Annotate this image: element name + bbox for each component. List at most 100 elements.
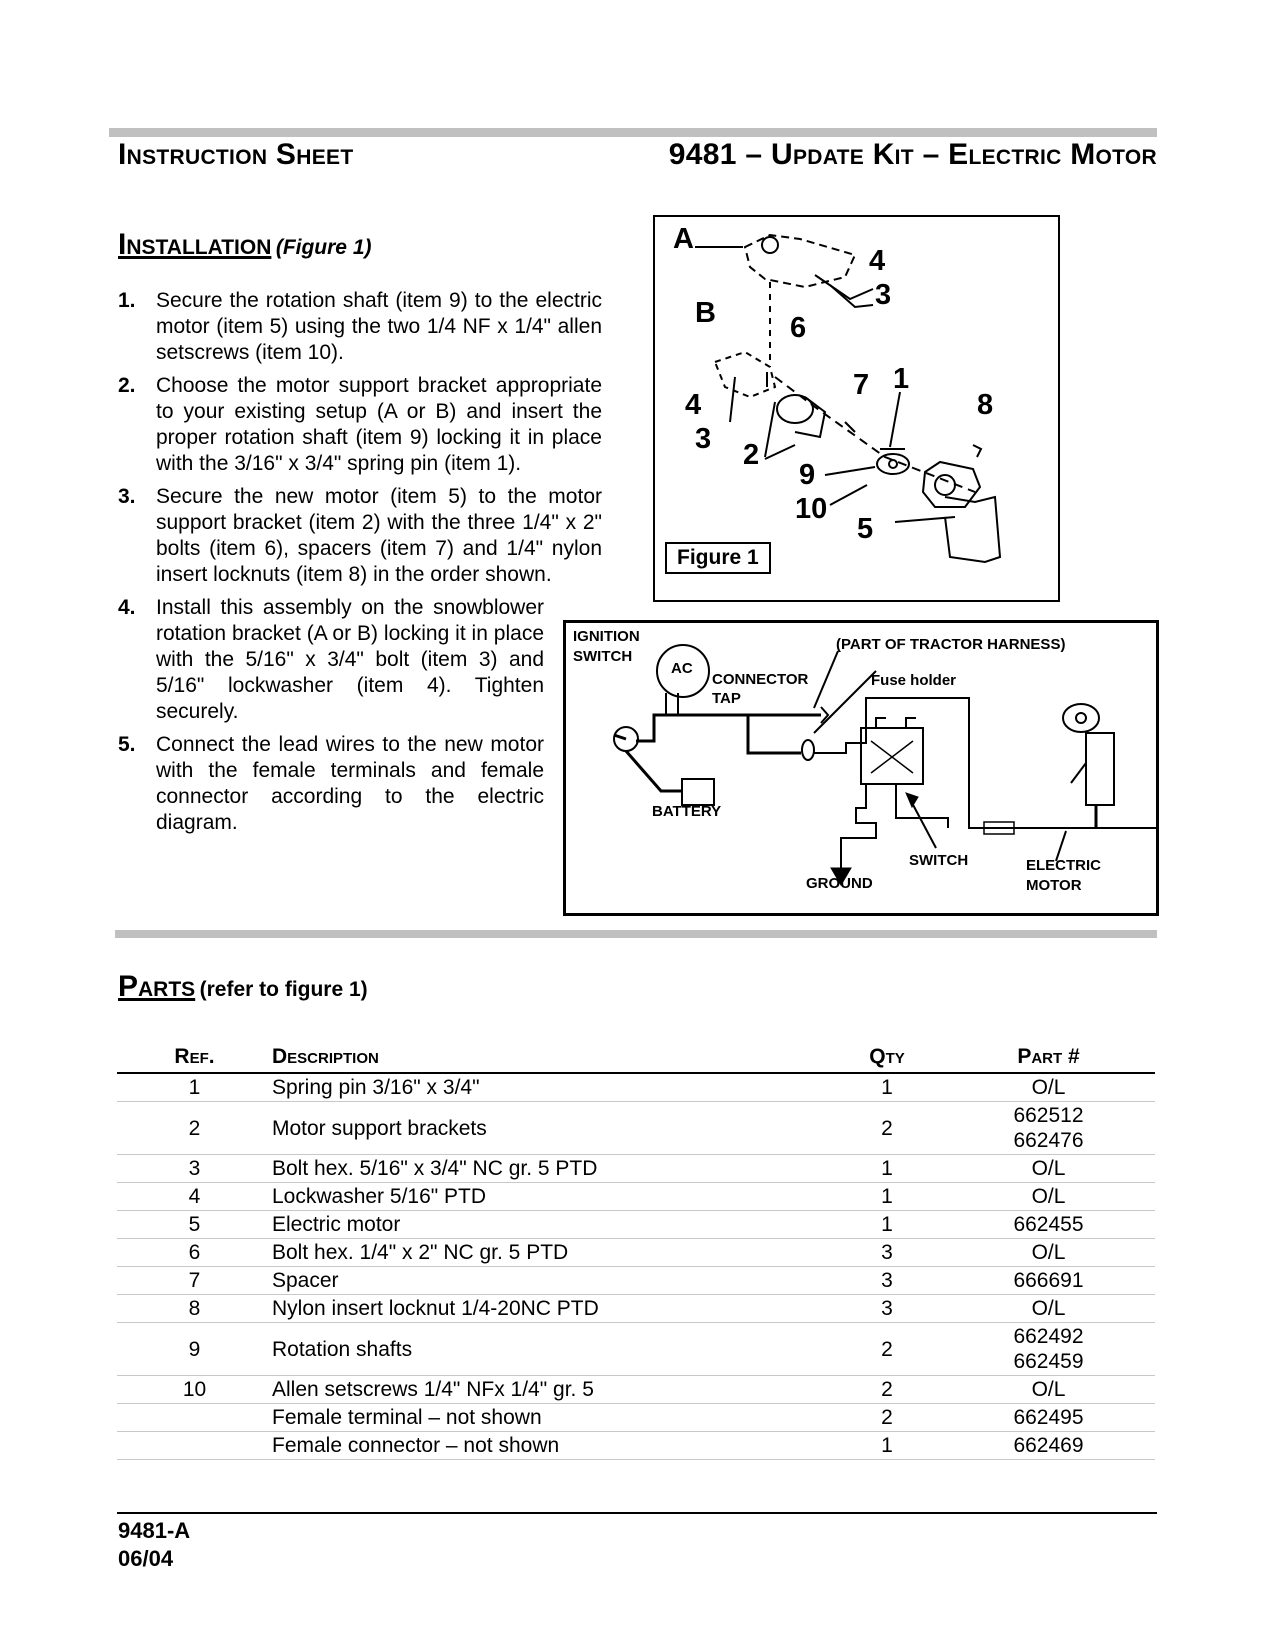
row-description: Rotation shafts: [272, 1322, 832, 1376]
row-description: Motor support brackets: [272, 1101, 832, 1155]
row-part: O/L: [942, 1375, 1155, 1404]
row-ref: 4: [117, 1182, 272, 1211]
figure-1-label-8: 8: [977, 389, 994, 421]
figure-1-label-6: 6: [790, 312, 807, 344]
figure-1-exploded-view: A 4 3 B 6 7 1 4 8 3 2 9 10 5 Figure 1: [653, 215, 1060, 602]
part-number: O/L: [1031, 1157, 1066, 1180]
part-number: O/L: [1031, 1241, 1066, 1264]
row-description: Female connector – not shown: [272, 1431, 832, 1460]
step-number: 4.: [118, 596, 136, 619]
figure-1-label-7: 7: [853, 369, 870, 401]
step-text: Connect the lead wires to the new motor …: [156, 733, 544, 834]
step-item: 5. Connect the lead wires to the new moto…: [118, 732, 544, 836]
figure-1-label-4-left: 4: [685, 389, 702, 421]
row-qty: 2: [832, 1322, 942, 1376]
ground-label: GROUND: [806, 875, 873, 892]
step-text: Install this assembly on the snowblower …: [156, 596, 544, 723]
electric-motor-line-2: MOTOR: [1026, 877, 1082, 894]
row-ref: 10: [117, 1375, 272, 1404]
connector-tap-line-2: TAP: [712, 690, 741, 707]
column-header-part: Part #: [942, 1040, 1155, 1074]
row-description: Spring pin 3/16" x 3/4": [272, 1073, 832, 1102]
row-description: Spacer: [272, 1266, 832, 1295]
row-part: 662455: [942, 1210, 1155, 1239]
ignition-switch-label: IGNITION SWITCH: [573, 627, 640, 667]
row-ref: 6: [117, 1238, 272, 1267]
part-number: 662512: [1013, 1104, 1084, 1127]
step-number: 2.: [118, 374, 136, 397]
part-number: 662459: [1013, 1350, 1084, 1373]
part-number: O/L: [1031, 1076, 1066, 1099]
connector-tap-line-1: CONNECTOR: [712, 671, 809, 688]
column-header-ref: Ref.: [117, 1040, 272, 1074]
installation-heading: Installation (Figure 1): [118, 228, 372, 262]
row-qty: 1: [832, 1073, 942, 1102]
row-description: Bolt hex. 1/4" x 2" NC gr. 5 PTD: [272, 1238, 832, 1267]
footer-document-code: 9481-A: [118, 1518, 191, 1543]
step-text: Secure the rotation shaft (item 9) to th…: [156, 289, 602, 364]
row-description: Nylon insert locknut 1/4-20NC PTD: [272, 1294, 832, 1323]
column-header-description: Description: [272, 1040, 832, 1074]
row-qty: 3: [832, 1238, 942, 1267]
step-number: 5.: [118, 733, 136, 756]
figure-1-label-10: 10: [795, 493, 828, 525]
electric-motor-line-1: ELECTRIC: [1026, 857, 1101, 874]
row-ref: [117, 1403, 272, 1432]
row-qty: 3: [832, 1294, 942, 1323]
step-number: 1.: [118, 289, 136, 312]
step-item: 2. Choose the motor support bracket appro…: [118, 373, 602, 477]
row-part: 666691: [942, 1266, 1155, 1295]
parts-table-header: Ref. Description Qty Part #: [117, 1040, 1155, 1074]
exploded-drawing: [695, 233, 1002, 564]
switch-label: SWITCH: [909, 852, 969, 869]
parts-heading: Parts (refer to figure 1): [118, 970, 368, 1004]
row-ref: 2: [117, 1101, 272, 1155]
figure-1-label-1: 1: [893, 363, 910, 395]
row-part: O/L: [942, 1154, 1155, 1183]
part-number: 666691: [1013, 1269, 1084, 1292]
step-number: 3.: [118, 485, 136, 508]
row-ref: 5: [117, 1210, 272, 1239]
row-description: Bolt hex. 5/16" x 3/4" NC gr. 5 PTD: [272, 1154, 832, 1183]
part-number: O/L: [1031, 1378, 1066, 1401]
row-ref: 7: [117, 1266, 272, 1295]
electric-motor-label: ELECTRIC MOTOR: [1026, 856, 1101, 896]
row-ref: 9: [117, 1322, 272, 1376]
wiring-drawing: [613, 644, 1156, 886]
row-description: Allen setscrews 1/4" NFx 1/4" gr. 5: [272, 1375, 832, 1404]
figure-1-label-5: 5: [857, 513, 874, 545]
part-number: O/L: [1031, 1185, 1066, 1208]
row-part: O/L: [942, 1182, 1155, 1211]
row-qty: 1: [832, 1210, 942, 1239]
parts-title: Parts: [118, 970, 196, 1003]
part-number: 662476: [1013, 1129, 1084, 1152]
battery-label: BATTERY: [652, 803, 722, 820]
row-part: 662469: [942, 1431, 1155, 1460]
installation-steps: 1. Secure the rotation shaft (item 9) to …: [118, 288, 602, 843]
row-ref: 3: [117, 1154, 272, 1183]
step-text: Choose the motor support bracket appropr…: [156, 374, 602, 475]
row-part: 662495: [942, 1403, 1155, 1432]
figure-1-label-3-left: 3: [695, 423, 712, 455]
ac-label: AC: [671, 660, 693, 677]
step-item: 3.Secure the new motor (item 5) to the m…: [118, 484, 602, 588]
parts-subtitle: (refer to figure 1): [199, 978, 368, 1001]
footer-date: 06/04: [118, 1546, 174, 1571]
row-description: Electric motor: [272, 1210, 832, 1239]
part-number: 662495: [1013, 1406, 1084, 1429]
row-description: Female terminal – not shown: [272, 1403, 832, 1432]
ignition-switch-line-2: SWITCH: [573, 648, 633, 665]
figure-1-label-2: 2: [743, 439, 760, 471]
installation-subtitle: (Figure 1): [275, 236, 372, 259]
part-number: 662469: [1013, 1434, 1084, 1457]
figure-1-caption: Figure 1: [665, 542, 771, 574]
